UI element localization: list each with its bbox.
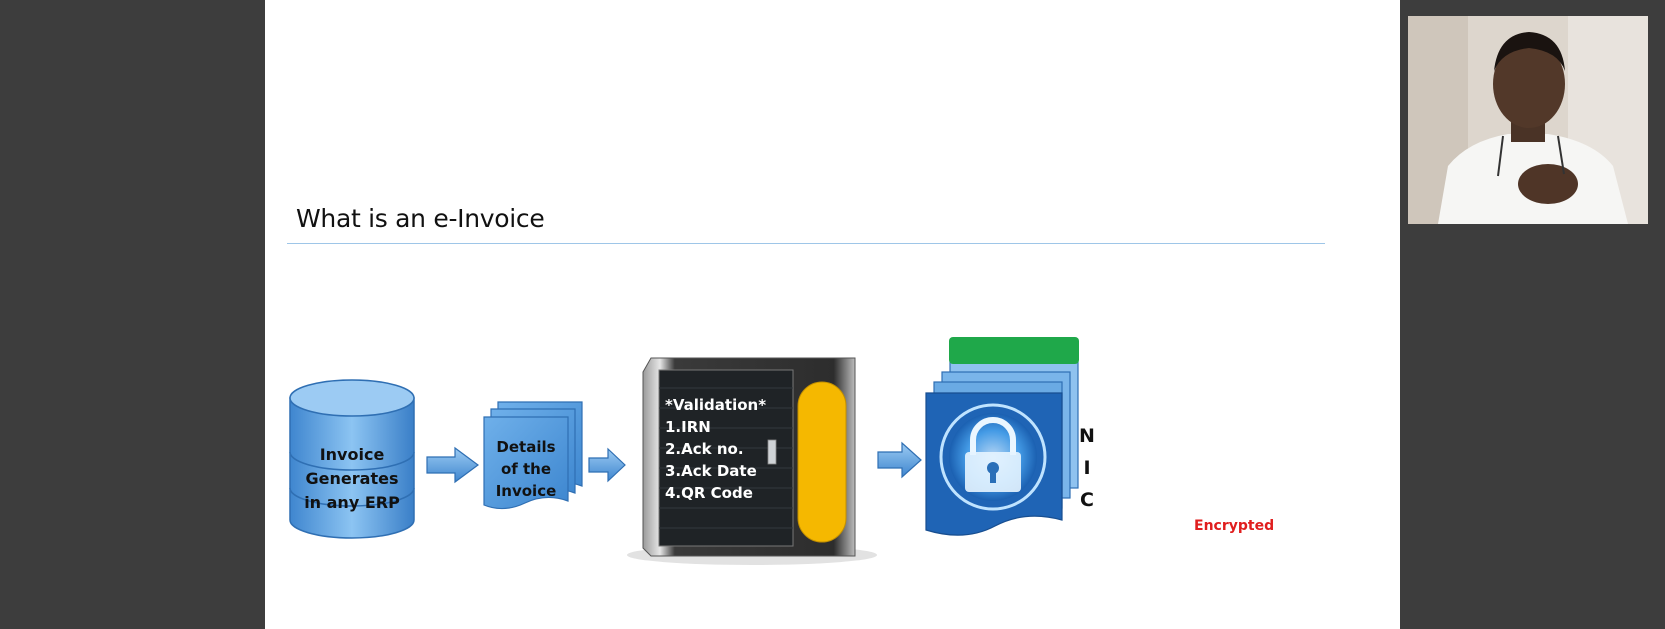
lock-icon xyxy=(939,403,1047,511)
arrow-right-icon xyxy=(426,446,480,484)
slide-title: What is an e-Invoice xyxy=(296,204,545,233)
details-label-line: Details xyxy=(496,438,556,456)
arrow-right-icon xyxy=(877,441,922,479)
validation-item: 4.QR Code xyxy=(665,484,753,502)
einvoice-flow-diagram xyxy=(289,337,1079,565)
database-label-line: in any ERP xyxy=(304,493,400,512)
nic-letter: I xyxy=(1083,457,1091,479)
title-divider xyxy=(287,243,1325,244)
einvoice-header-label: e-Invoice xyxy=(1240,342,1318,360)
presenter-video xyxy=(1408,16,1648,224)
server-rack-icon xyxy=(627,357,877,565)
validation-heading: *Validation* xyxy=(665,396,767,414)
nic-letter: N xyxy=(1079,425,1095,447)
details-label: Details of the Invoice xyxy=(483,436,569,502)
arrow-right-icon xyxy=(588,447,626,483)
presentation-slide: What is an e-Invoice xyxy=(265,0,1648,629)
nic-label: N I C xyxy=(1063,420,1111,516)
validation-item: 2.Ack no. xyxy=(665,440,744,458)
database-label-line: Invoice xyxy=(319,445,385,464)
validation-item: 3.Ack Date xyxy=(665,462,757,480)
encrypted-label: Encrypted xyxy=(1194,518,1275,534)
nic-letter: C xyxy=(1080,489,1094,511)
document-stack-icon xyxy=(483,401,583,510)
details-label-line: Invoice xyxy=(495,482,557,500)
presenter-silhouette-icon xyxy=(1408,16,1648,224)
database-label-line: Generates xyxy=(305,469,399,488)
database-icon xyxy=(289,379,415,539)
validation-item: 1.IRN xyxy=(665,418,711,436)
validation-panel: *Validation* 1.IRN 2.Ack no. 3.Ack Date … xyxy=(665,394,800,504)
details-label-line: of the xyxy=(500,460,552,478)
database-label: Invoice Generates in any ERP xyxy=(285,443,419,515)
